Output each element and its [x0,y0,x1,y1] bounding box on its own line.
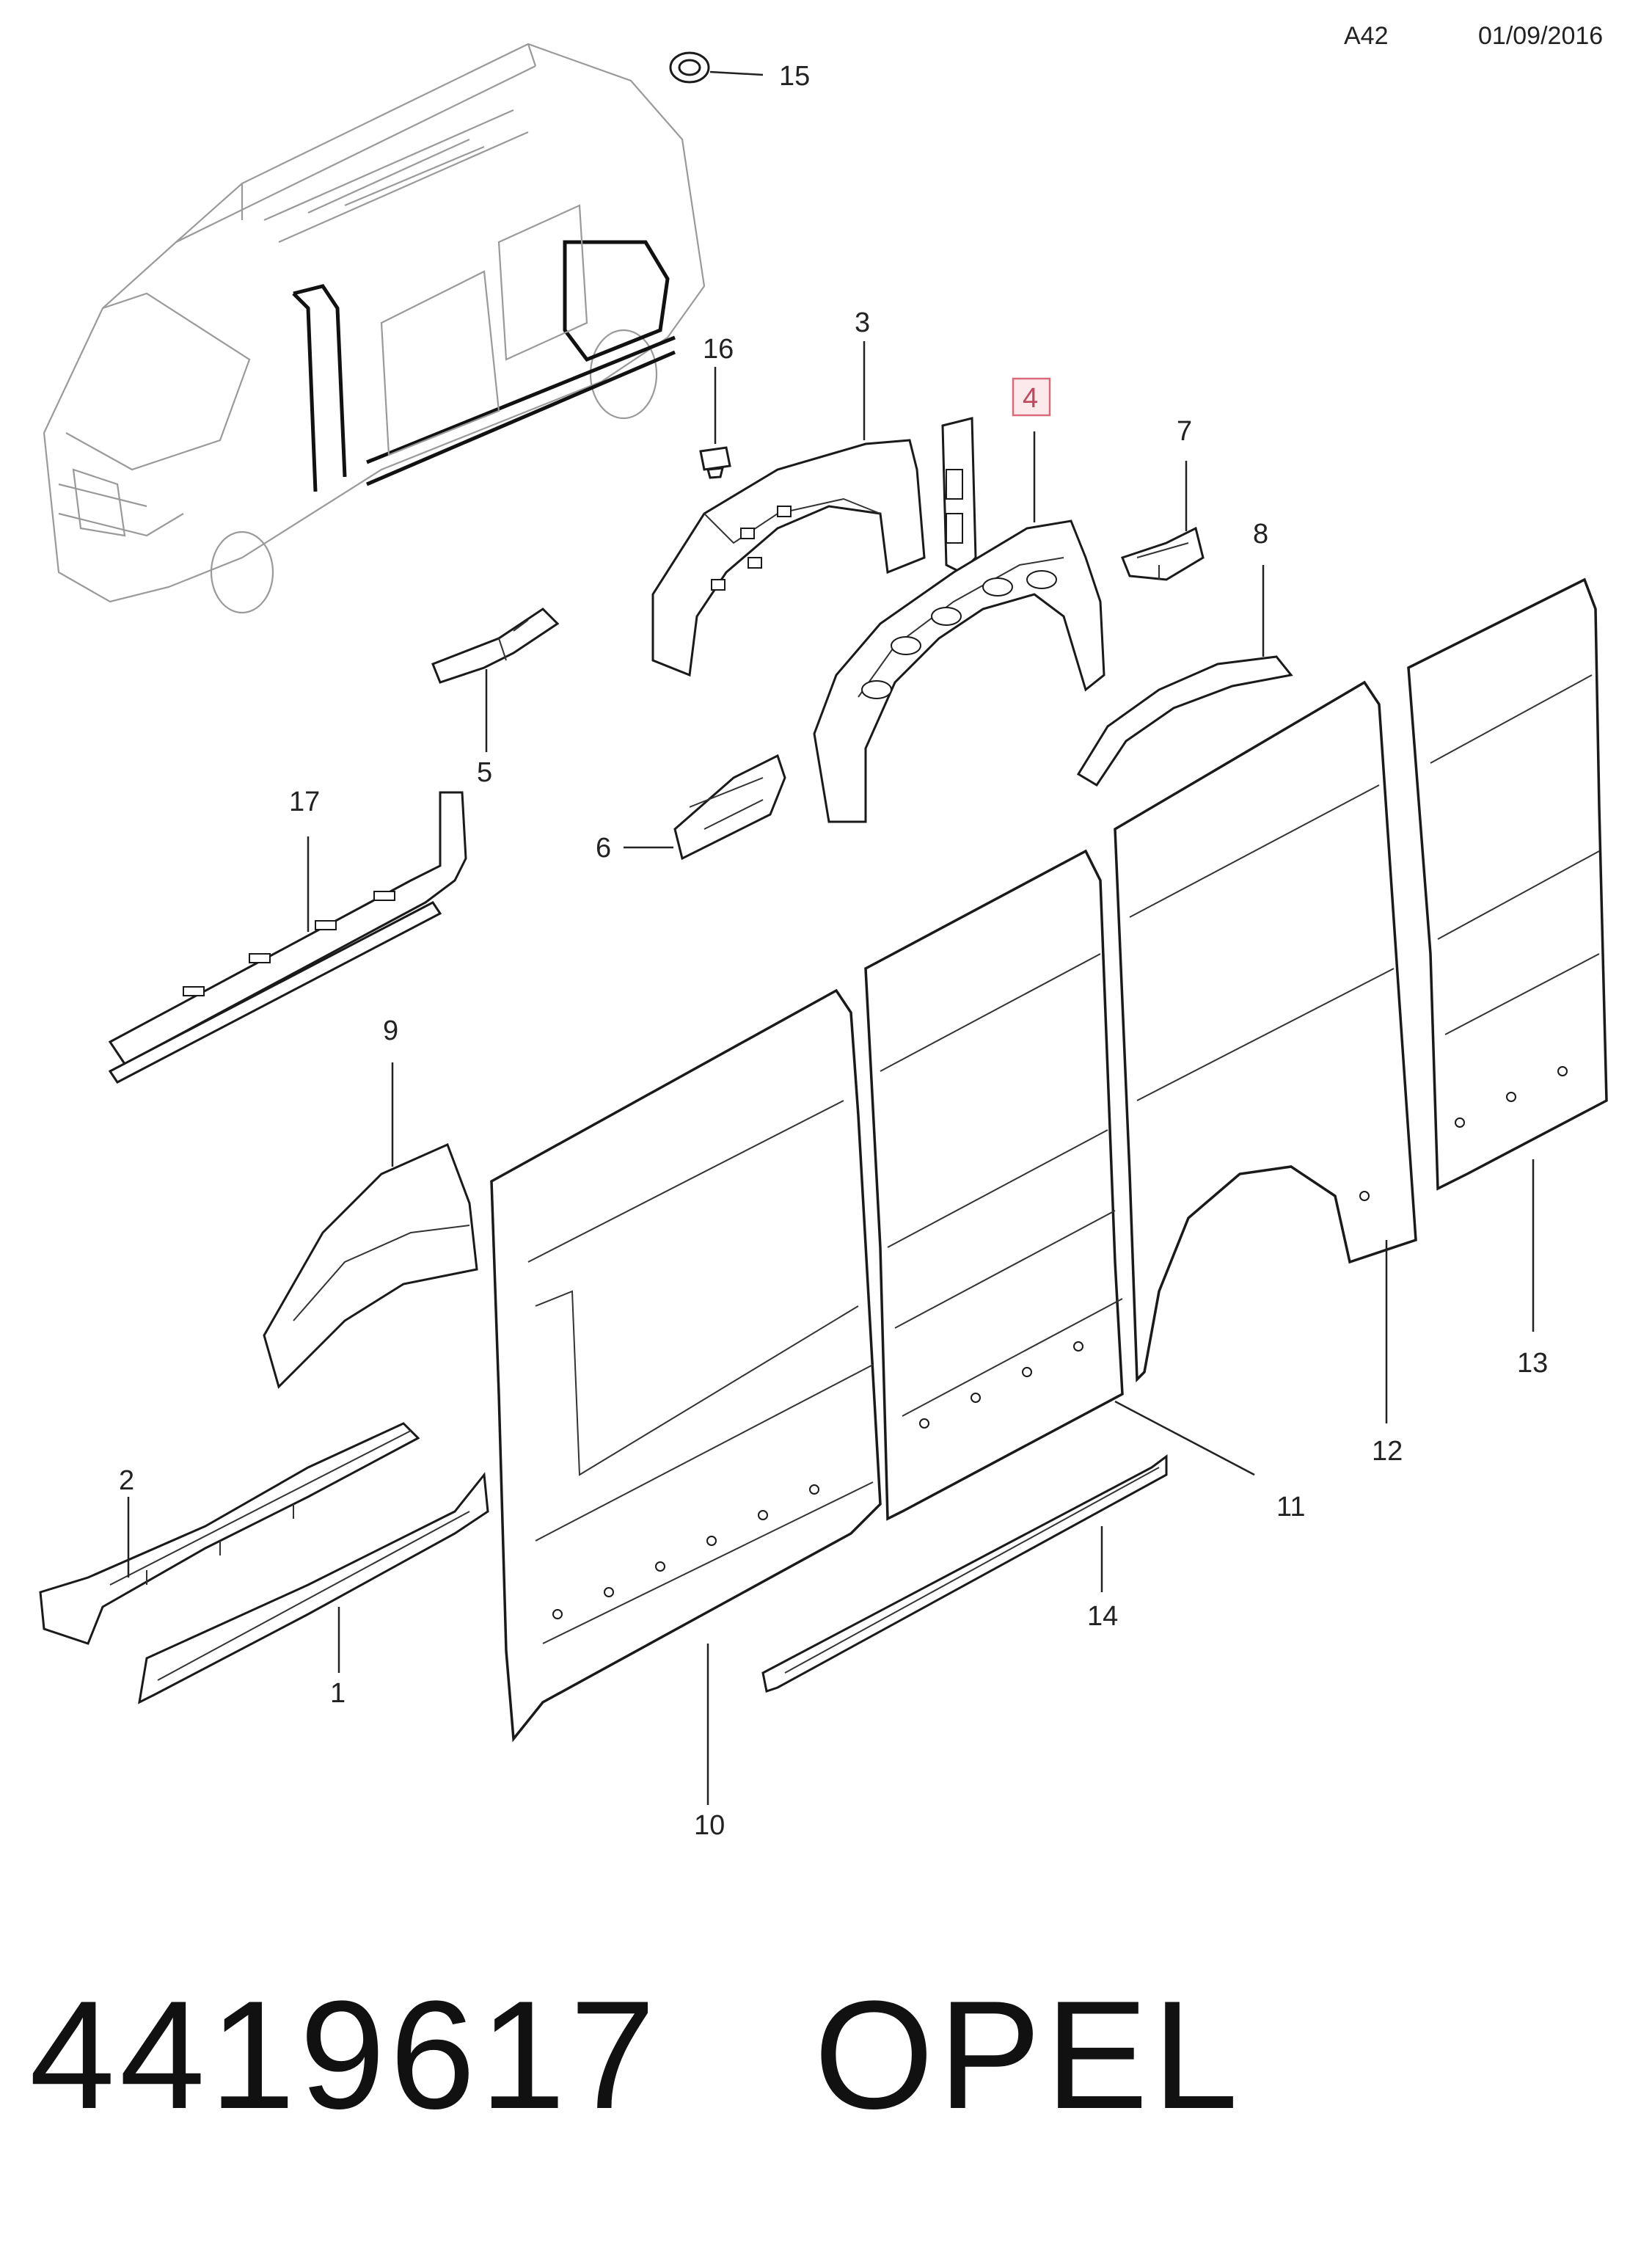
part-2-inner-sill [39,1422,420,1645]
part-8-arch-trim [1076,565,1293,787]
part-14-lower-trim [761,1454,1168,1693]
brand-name: OPEL [814,1969,1243,2141]
part-3-inner-wheelhouse [651,341,926,677]
part-5-bracket [431,608,560,752]
van-overview-illustration [43,43,706,614]
callout-11: 11 [1276,1492,1305,1522]
callout-10: 10 [694,1810,725,1841]
callout-5: 5 [477,757,492,788]
exploded-parts-diagram: 15 16 3 4 7 [39,43,1608,1841]
callout-7: 7 [1177,416,1192,447]
part-number: 4419617 [29,1969,660,2141]
part-17-sill-rail [108,791,467,1084]
callout-6: 6 [596,833,611,864]
part-4-highlight-box [1012,377,1051,417]
part-12-side-panel-rear [1114,680,1417,1423]
part-13-rear-corner-panel [1407,577,1608,1332]
part-9-front-wheel-arch [263,1062,478,1389]
footer-title: 4419617 OPEL [29,1966,1243,2144]
callout-12: 12 [1372,1436,1403,1467]
callout-13: 13 [1517,1348,1548,1379]
callout-2: 2 [119,1465,134,1496]
callout-14: 14 [1087,1601,1118,1632]
panel-fastener-holes [552,1066,1568,1619]
page-code: A42 [1344,22,1389,50]
callout-4: 4 [1023,383,1038,414]
callout-17: 17 [289,787,320,817]
callout-16: 16 [703,334,734,365]
part-15-grommet [669,51,764,84]
part-10-side-panel-front [490,988,882,1805]
callout-1: 1 [330,1678,346,1709]
part-16-clip [699,367,731,479]
callout-15: 15 [779,61,810,92]
part-4-wheelhouse-panel [813,417,1105,823]
revision-date: 01/09/2016 [1478,22,1604,50]
part-7-bracket [1121,461,1205,581]
callout-9: 9 [383,1015,398,1046]
part-1-outer-sill [138,1472,489,1704]
part-11-side-panel-middle [864,849,1255,1521]
callout-3: 3 [855,307,870,338]
callout-8: 8 [1253,519,1268,550]
part-6-bracket [624,754,786,861]
